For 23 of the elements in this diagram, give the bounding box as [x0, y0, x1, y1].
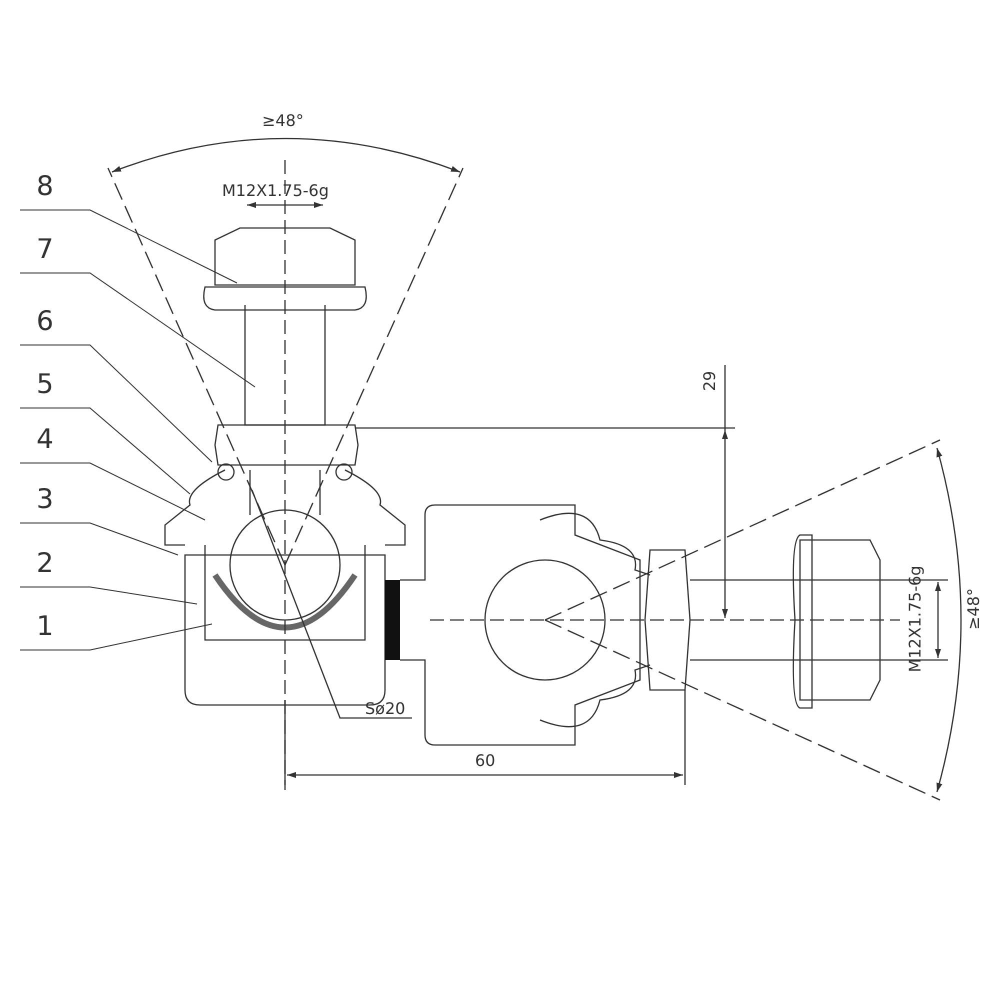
thread-label: M12X1.75-6g: [906, 566, 924, 672]
leader-line: [20, 210, 238, 284]
callout-number: 1: [20, 612, 70, 642]
callout-number: 4: [20, 425, 70, 455]
leader-line: [20, 272, 256, 388]
callout-number: 5: [20, 370, 70, 400]
callout-number: 2: [20, 549, 70, 579]
leader-line: [20, 586, 198, 604]
thread-label: M12X1.75-6g: [222, 182, 329, 200]
callout-number: 3: [20, 485, 70, 515]
leader-line: [20, 344, 212, 462]
dimension-label: 60: [475, 752, 496, 770]
callout-number: 6: [20, 307, 70, 337]
leader-line: [20, 408, 190, 494]
callout-number: 8: [20, 172, 70, 202]
callout-number: 7: [20, 235, 70, 265]
angle-label: ≥48°: [964, 588, 983, 630]
angle-label: ≥48°: [262, 112, 304, 130]
dimension-label: Sø20: [365, 700, 406, 718]
leader-line: [20, 624, 212, 650]
leader-line: [20, 522, 178, 556]
dimension-label: 29: [701, 370, 720, 392]
leader-line: [20, 462, 206, 520]
